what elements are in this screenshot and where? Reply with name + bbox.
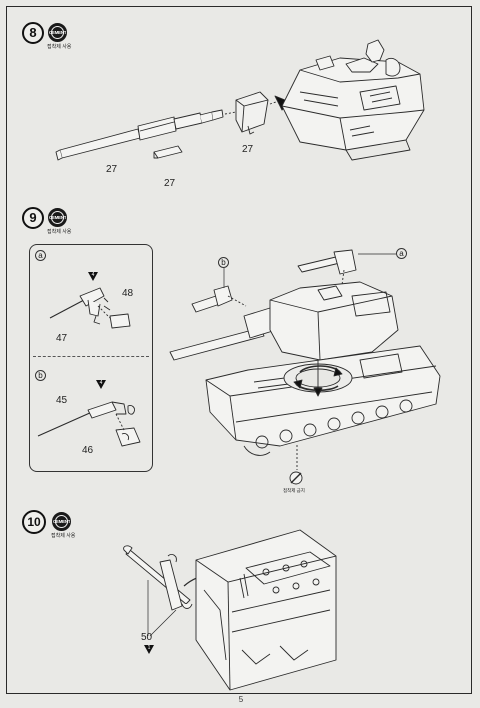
rotation-ring (283, 360, 353, 397)
cement-icon: CEMENT (52, 512, 71, 531)
subassembly-a-label: a (35, 250, 46, 261)
part-label: 50 (141, 632, 153, 643)
subassembly-divider (33, 356, 149, 357)
step10-hull (195, 529, 337, 691)
cement-icon: CEMENT (48, 23, 67, 42)
subassembly-panel (29, 244, 153, 472)
step8-barrel (55, 109, 237, 161)
cement-caption: 접착제 사용 (47, 44, 72, 50)
part-label: 27 (242, 144, 254, 155)
step-8-number: 8 (22, 22, 44, 44)
part-label: 46 (82, 445, 94, 456)
no-cement-caption: 접착제 금지 (283, 488, 305, 493)
step-10-number: 10 (22, 510, 46, 534)
no-cement-icon (289, 445, 303, 485)
part-label: 47 (56, 333, 68, 344)
part-label: 27 (106, 164, 118, 175)
warning-icon: 4 (88, 272, 98, 281)
warning-icon: 4 (96, 380, 106, 389)
step8-mantlet (235, 91, 291, 135)
step9-turret (169, 281, 399, 361)
step-9-number: 9 (22, 207, 44, 229)
part-label: 45 (56, 395, 68, 406)
step9-top-mg (297, 249, 357, 301)
subassembly-b-label: b (35, 370, 46, 381)
cement-caption: 접착제 사용 (47, 229, 72, 235)
cement-caption: 접착제 사용 (51, 533, 76, 539)
step9b-mg (37, 401, 141, 447)
step9a-mg (49, 287, 131, 329)
part-label: 27 (164, 178, 176, 189)
page-number: 5 (238, 695, 244, 704)
callout-b: b (218, 257, 229, 268)
callout-a: a (396, 248, 407, 259)
step8-turret (281, 39, 425, 161)
cement-icon: CEMENT (48, 208, 67, 227)
step9-left-mg (191, 285, 247, 313)
part-label: 48 (122, 288, 134, 299)
warning-icon: 1 (144, 645, 154, 654)
page-frame (6, 6, 472, 694)
step9-hull (205, 345, 441, 456)
